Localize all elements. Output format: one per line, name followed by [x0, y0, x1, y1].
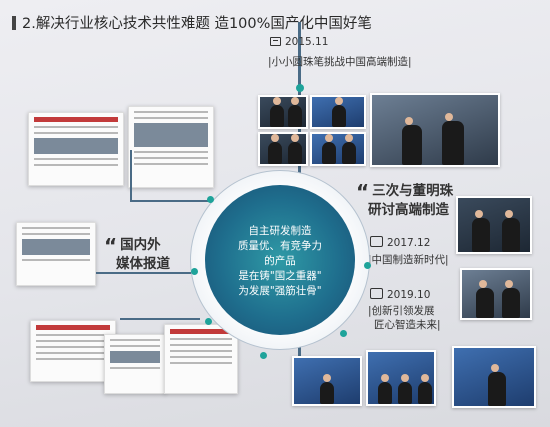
photo-discussion	[258, 132, 308, 166]
board-title: 2.解决行业核心技术共性难题 造100%国产化中国好笔	[12, 12, 372, 33]
ring-dot	[205, 318, 212, 325]
ring-dot	[364, 262, 371, 269]
quote-icon: “	[104, 234, 118, 258]
photo-dong-meeting	[456, 196, 532, 254]
timeline-dot	[296, 84, 304, 92]
ring-dot	[191, 268, 198, 275]
chat-icon	[370, 236, 383, 247]
center-line: 的产品	[264, 255, 296, 267]
event-2019-caption: |创新引领发展匠心智造未来|	[368, 305, 441, 331]
photo-world-conference	[292, 356, 362, 406]
news-clipping	[28, 112, 124, 186]
photo-stage	[310, 95, 366, 129]
event-2017-date: 2017.12	[370, 236, 430, 249]
event-2017-caption: |中国制造新时代|	[368, 254, 449, 266]
event-2015-date: 2015.11	[270, 36, 328, 48]
connector-line	[96, 272, 194, 274]
ring-dot	[260, 352, 267, 359]
news-clipping	[16, 222, 96, 286]
photo-interview	[370, 93, 500, 167]
center-line: 质量优、有竞争力	[238, 240, 322, 252]
news-clipping	[164, 324, 238, 394]
calendar-icon	[270, 37, 281, 46]
news-clipping	[104, 334, 166, 394]
connector-line	[120, 318, 200, 320]
center-line: 为发展"强筋壮骨"	[238, 285, 322, 297]
news-clipping	[30, 320, 116, 382]
title-bar-mark	[12, 16, 16, 30]
media-caption: “国内外 媒体报道	[104, 234, 170, 272]
photo-meeting	[258, 95, 308, 129]
ring-dot	[207, 196, 214, 203]
center-line: 自主研发制造	[248, 225, 312, 237]
center-circle	[205, 185, 355, 335]
news-clipping	[128, 106, 214, 188]
quote-icon: “	[356, 180, 370, 204]
connector-line	[130, 200, 210, 202]
ring-dot	[340, 330, 347, 337]
photo-forum	[310, 132, 366, 166]
event-dong-caption: “三次与董明珠 研讨高端制造	[356, 180, 454, 218]
connector-line	[130, 150, 132, 200]
center-line: 是在铸"国之重器"	[238, 270, 322, 282]
photo-speech	[452, 346, 536, 408]
event-2015-caption: |小小圆珠笔挑战中国高端制造|	[268, 56, 412, 68]
photo-panel	[366, 350, 436, 406]
chat-icon	[370, 288, 383, 299]
photo-2017	[460, 268, 532, 320]
center-text: 自主研发制造 质量优、有竞争力 的产品 是在铸"国之重器" 为发展"强筋壮骨"	[205, 224, 355, 299]
event-2019-date: 2019.10	[370, 288, 430, 301]
title-text: 2.解决行业核心技术共性难题 造100%国产化中国好笔	[22, 16, 372, 32]
